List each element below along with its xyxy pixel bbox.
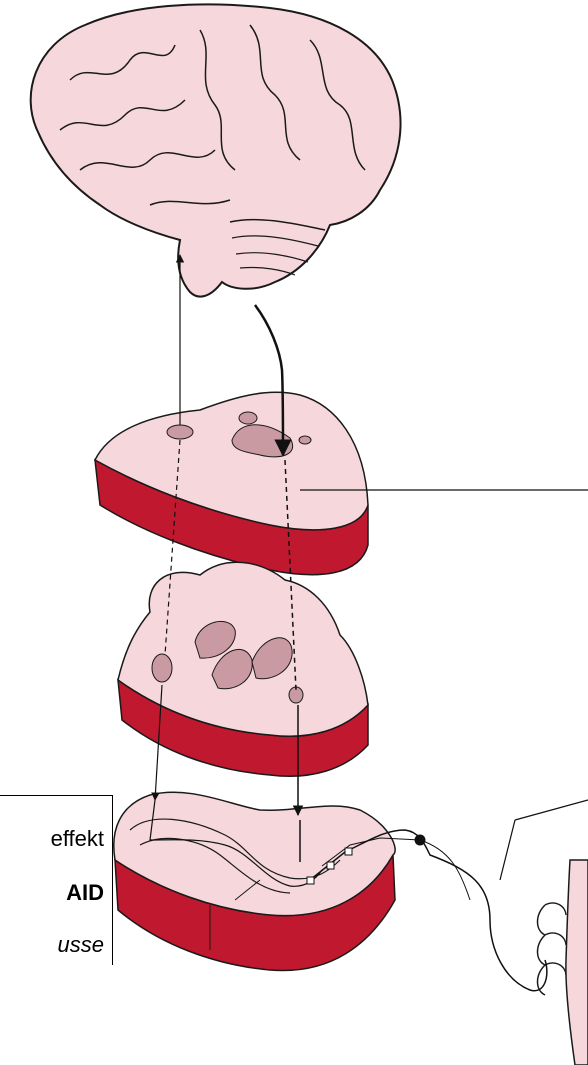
spinal-cord-section-lower (114, 792, 395, 970)
callout-line-2: AID (66, 880, 104, 906)
callout-line-3: usse (58, 932, 104, 958)
spinal-cord-section-middle (118, 562, 368, 776)
brain-icon (31, 4, 401, 296)
callout-line-1: effekt (51, 826, 104, 852)
spinal-cord-section-upper (95, 392, 368, 574)
callout-box: effekt AID usse (0, 795, 113, 965)
